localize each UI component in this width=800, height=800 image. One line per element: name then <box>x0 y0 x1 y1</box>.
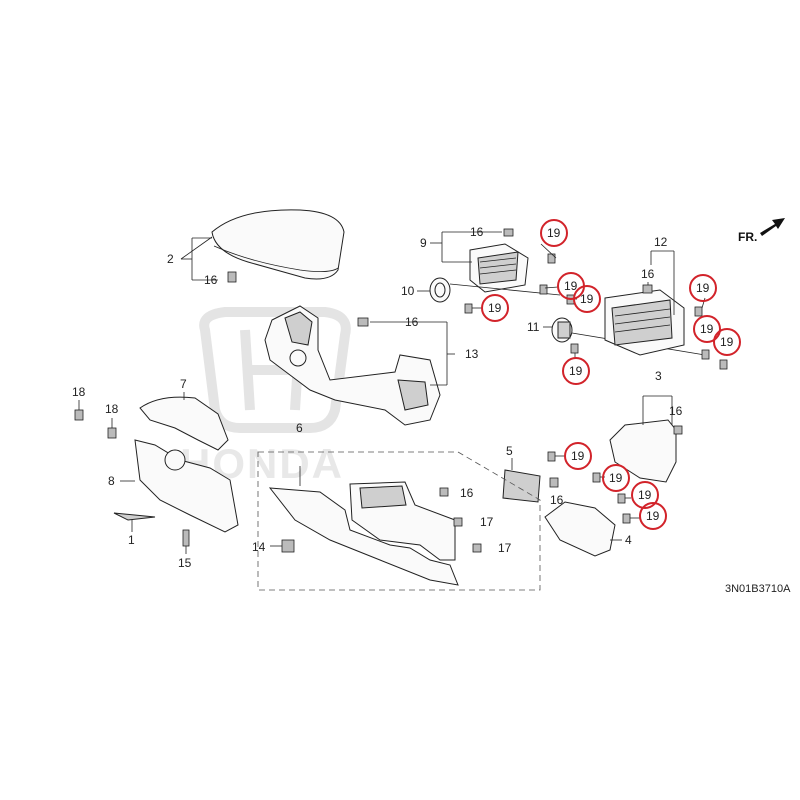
label-part-9: 9 <box>420 236 427 250</box>
label-part-19: 19 <box>720 335 734 349</box>
label-part-16: 16 <box>405 315 419 329</box>
front-direction-indicator: FR. <box>738 218 785 244</box>
label-part-2: 2 <box>167 252 174 266</box>
label-part-10: 10 <box>401 284 415 298</box>
clip-part-16 <box>503 228 514 237</box>
screw-set-19 <box>464 253 728 524</box>
highlight-rings <box>481 219 741 530</box>
label-part-18: 18 <box>105 402 119 416</box>
part-knee-cover-strip <box>113 512 156 521</box>
label-part-19: 19 <box>564 279 578 293</box>
part-air-vent-right <box>604 289 685 356</box>
label-part-19: 19 <box>609 471 623 485</box>
label-part-18: 18 <box>72 385 86 399</box>
label-part-19: 19 <box>700 322 714 336</box>
label-part-19: 19 <box>547 226 561 240</box>
clip-part-17 <box>453 517 463 527</box>
label-part-6: 6 <box>296 421 303 435</box>
part-column-cover-upper <box>139 396 229 451</box>
clip-part-16 <box>673 425 683 435</box>
part-vent-knob <box>551 317 573 343</box>
part-vent-ring <box>429 277 451 303</box>
label-part-1: 1 <box>128 533 135 547</box>
clip-part-16 <box>439 487 449 497</box>
label-part-19: 19 <box>571 449 585 463</box>
label-part-19: 19 <box>638 488 652 502</box>
label-part-16: 16 <box>470 225 484 239</box>
label-part-3: 3 <box>655 369 662 383</box>
front-label: FR. <box>738 230 757 244</box>
label-part-19: 19 <box>696 281 710 295</box>
label-part-17: 17 <box>498 541 512 555</box>
front-arrow-icon <box>760 218 785 236</box>
clip-part-14 <box>281 539 295 553</box>
part-center-bracket <box>264 305 441 426</box>
clip-part-17 <box>472 543 482 553</box>
part-lower-dash-panel <box>268 481 459 586</box>
part-small-bracket <box>502 469 541 503</box>
part-lower-panel-outline <box>257 451 541 591</box>
label-part-17: 17 <box>480 515 494 529</box>
part-column-cover-lower <box>134 439 239 533</box>
clip-part-16 <box>642 284 653 294</box>
clip-part-18 <box>74 409 84 421</box>
clip-part-16 <box>227 271 237 283</box>
clip-part-16 <box>357 317 369 327</box>
clip-part-15 <box>182 529 190 547</box>
label-part-14: 14 <box>252 540 266 554</box>
part-air-vent-left <box>469 243 529 293</box>
part-armrest-lid <box>211 209 345 280</box>
label-part-15: 15 <box>178 556 192 570</box>
label-part-8: 8 <box>108 474 115 488</box>
label-part-16: 16 <box>204 273 218 287</box>
label-part-19: 19 <box>488 301 502 315</box>
label-part-12: 12 <box>654 235 668 249</box>
part-side-cover-lower <box>544 501 616 557</box>
label-part-7: 7 <box>180 377 187 391</box>
clip-part-18 <box>107 427 117 439</box>
label-part-19: 19 <box>580 292 594 306</box>
label-part-16: 16 <box>641 267 655 281</box>
clip-part-16 <box>549 477 559 488</box>
honda-watermark: HONDA <box>180 307 351 487</box>
label-part-4: 4 <box>625 533 632 547</box>
label-part-19: 19 <box>646 509 660 523</box>
label-part-19: 19 <box>569 364 583 378</box>
diagram-code: 3N01B3710A <box>725 583 791 595</box>
label-part-5: 5 <box>506 444 513 458</box>
label-part-16: 16 <box>550 493 564 507</box>
label-part-13: 13 <box>465 347 479 361</box>
label-part-16: 16 <box>460 486 474 500</box>
label-part-11: 11 <box>527 320 540 334</box>
label-part-16: 16 <box>669 404 683 418</box>
